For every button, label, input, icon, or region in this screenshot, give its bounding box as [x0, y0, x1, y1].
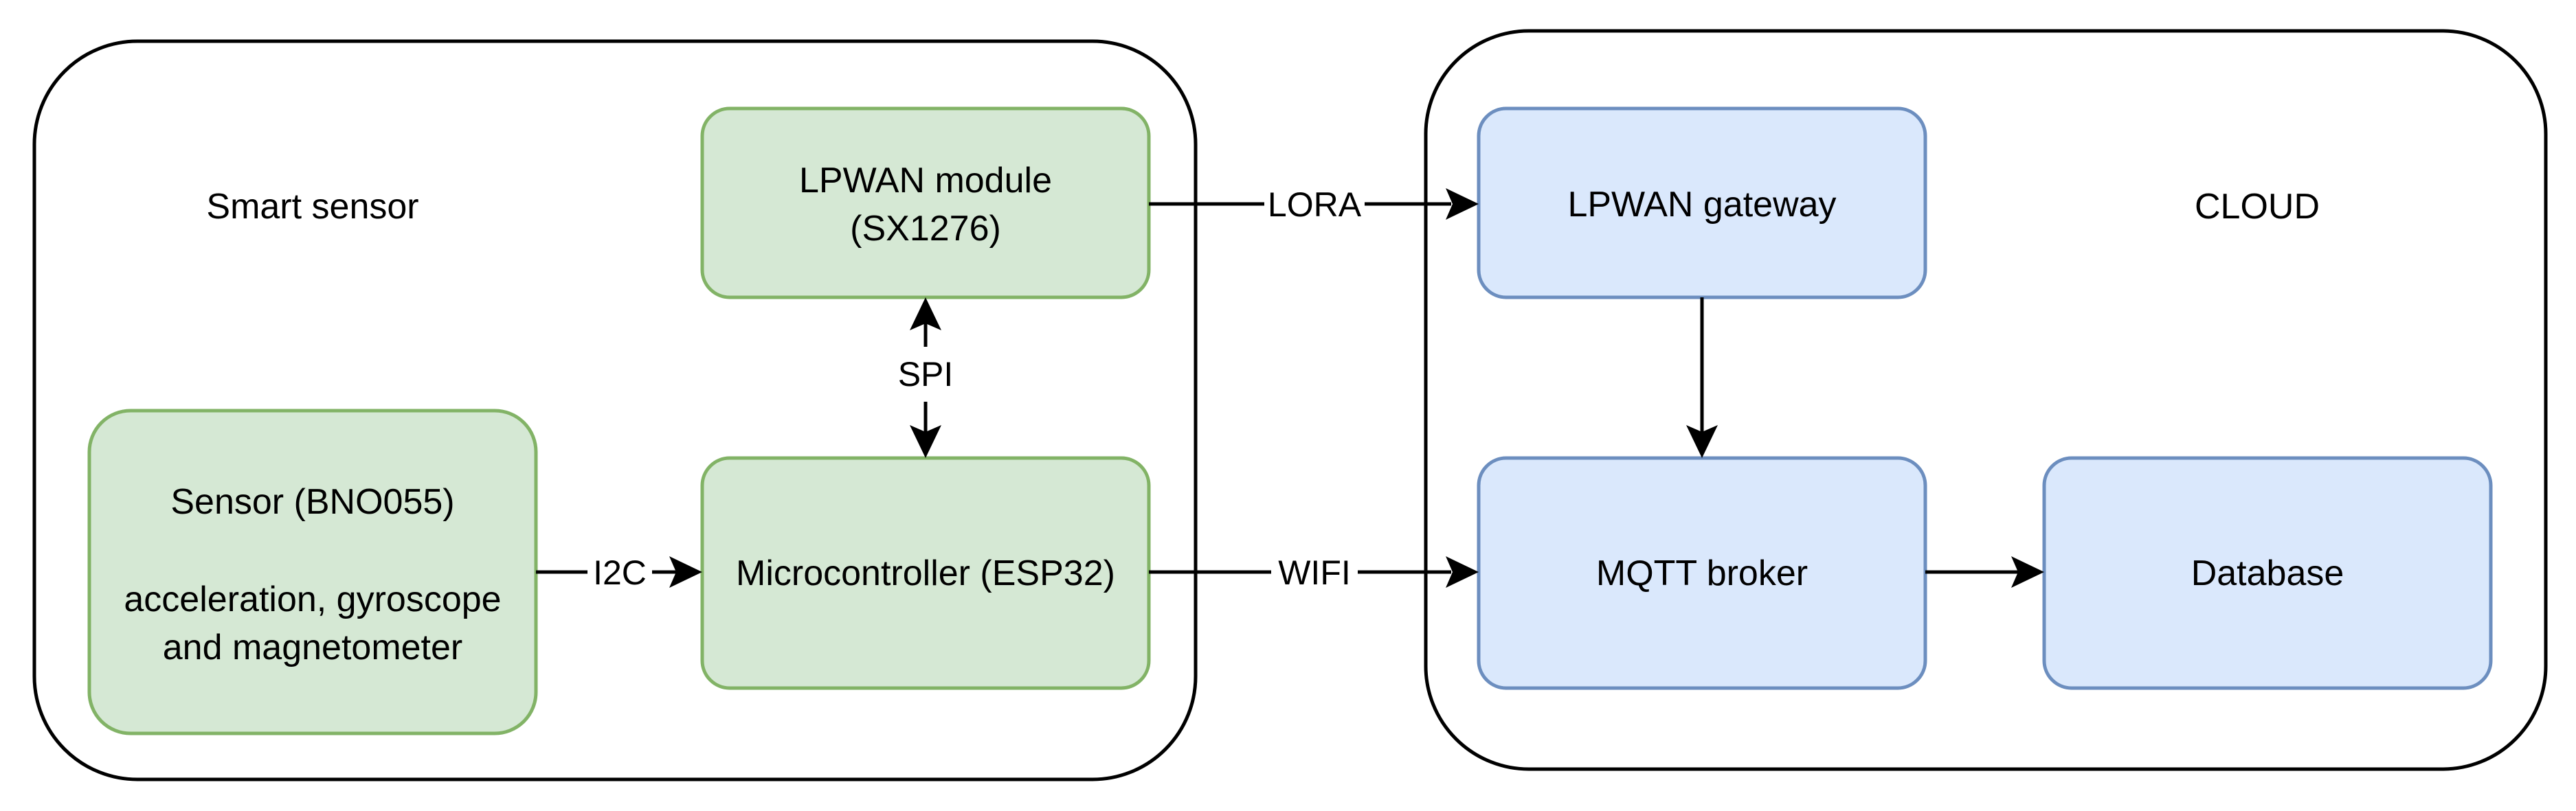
spi-arrowhead-up: [910, 297, 941, 330]
i2c-edge: I2C: [536, 553, 702, 592]
spi-arrowhead-down: [910, 425, 941, 458]
spi-edge-label: SPI: [898, 355, 954, 393]
lora-edge: LORA: [1149, 185, 1479, 224]
lpwan-module-label-line1: LPWAN module: [799, 161, 1052, 201]
sensor-node: Sensor (BNO055) acceleration, gyroscope …: [87, 409, 538, 735]
lpwan-module-node: LPWAN module (SX1276): [700, 106, 1151, 299]
lpwan-gateway-node: LPWAN gateway: [1477, 106, 1927, 299]
spi-edge: SPI: [898, 297, 954, 458]
microcontroller-label: Microcontroller (ESP32): [736, 553, 1115, 593]
database-label: Database: [2191, 553, 2344, 593]
wifi-edge: WIFI: [1149, 553, 1479, 592]
mqtt-broker-label: MQTT broker: [1596, 553, 1808, 593]
cloud-group-label: CLOUD: [2195, 187, 2320, 227]
microcontroller-node: Microcontroller (ESP32): [700, 456, 1151, 690]
smart-sensor-group-label: Smart sensor: [206, 187, 418, 227]
gateway-to-broker-arrowhead: [1686, 425, 1718, 458]
i2c-arrowhead: [669, 556, 702, 588]
lpwan-gateway-label: LPWAN gateway: [1567, 185, 1836, 225]
broker-to-database-arrowhead: [2011, 556, 2044, 588]
database-box: [2042, 456, 2493, 690]
gateway-to-broker-edge: [1686, 297, 1718, 458]
sensor-box: [87, 409, 538, 735]
database-node: Database: [2042, 456, 2493, 690]
wifi-arrowhead: [1446, 556, 1479, 588]
lora-arrowhead: [1446, 188, 1479, 220]
mqtt-broker-node: MQTT broker: [1477, 456, 1927, 690]
lora-edge-label: LORA: [1268, 185, 1362, 224]
sensor-label-line2: acceleration, gyroscope: [124, 580, 501, 619]
lpwan-module-label-line2: (SX1276): [850, 209, 1001, 249]
broker-to-database-edge: [1925, 556, 2044, 588]
sensor-label-line1: Sensor (BNO055): [170, 482, 454, 522]
sensor-label-line3: and magnetometer: [163, 628, 463, 667]
wifi-edge-label: WIFI: [1278, 553, 1351, 592]
lpwan-module-box: [700, 106, 1151, 299]
i2c-edge-label: I2C: [593, 553, 647, 592]
